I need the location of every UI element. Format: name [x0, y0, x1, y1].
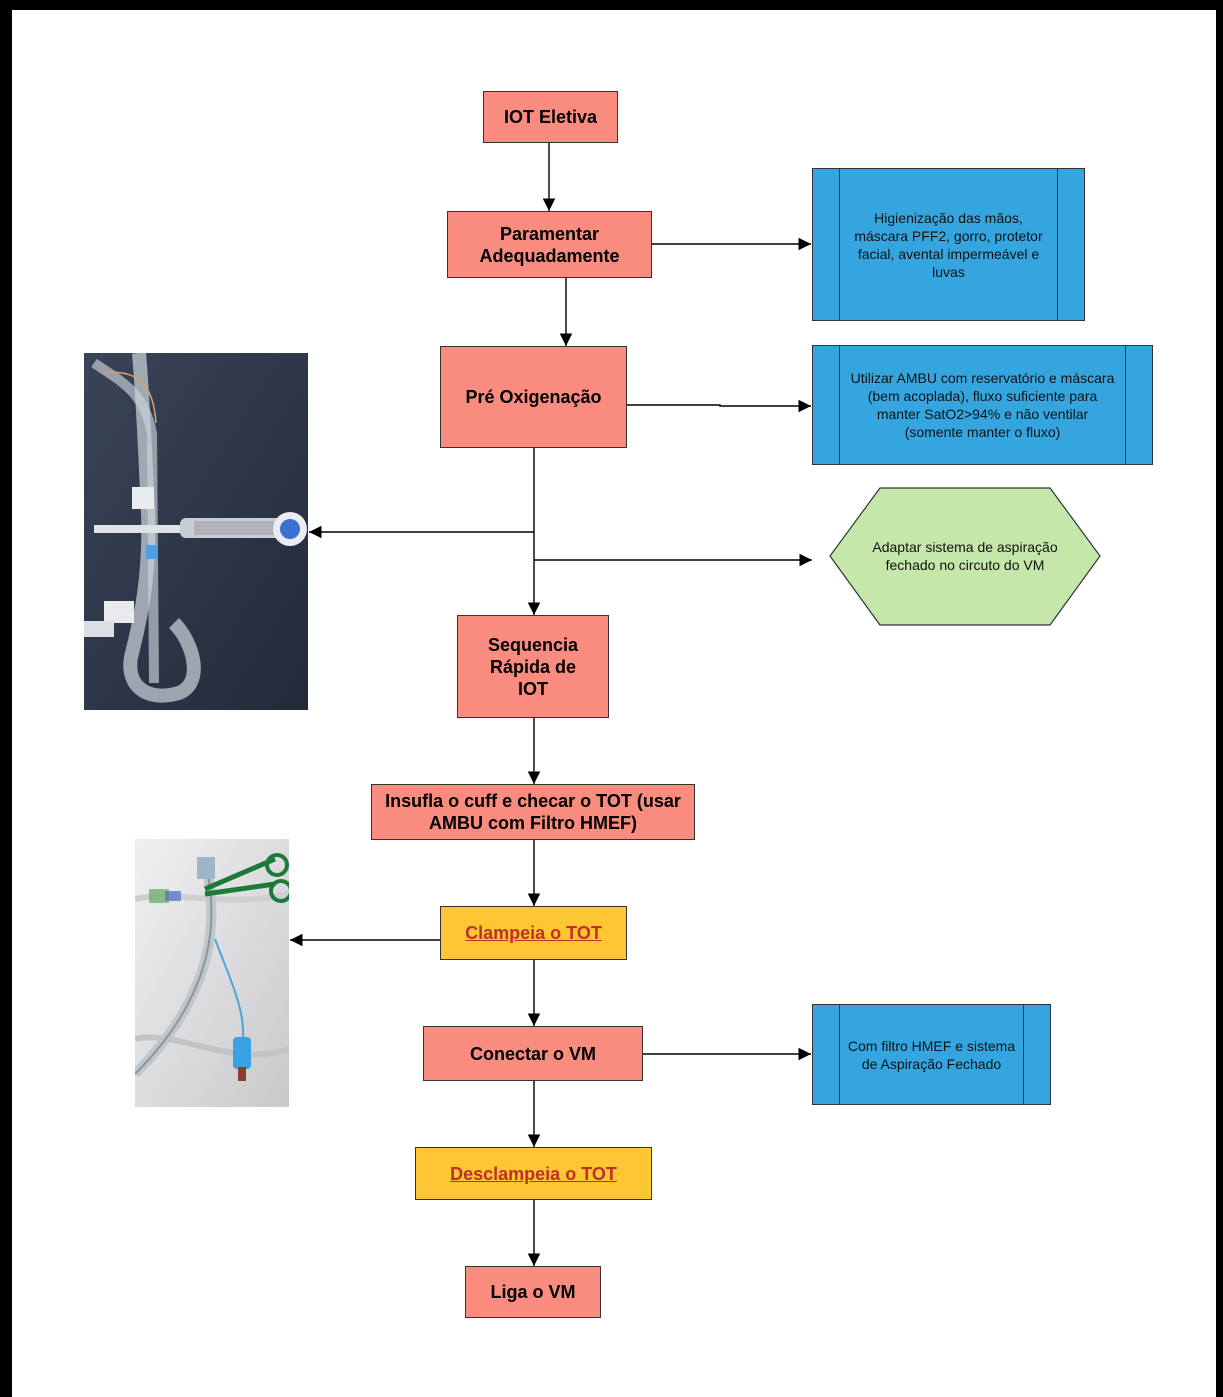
note-filtro: Com filtro HMEF e sistema de Aspiração F…: [812, 1004, 1051, 1105]
node-insufla-label: Insufla o cuff e checar o TOT (usar AMBU…: [385, 791, 681, 833]
note-higienizacao: Higienização das mãos, máscara PFF2, gor…: [812, 168, 1085, 321]
note-filtro-text: Com filtro HMEF e sistema de Aspiração F…: [847, 1037, 1016, 1072]
note-higienizacao-text: Higienização das mãos, máscara PFF2, gor…: [854, 209, 1043, 280]
node-paramentar: Paramentar Adequadamente: [447, 211, 652, 278]
node-pre-oxigenacao-label: Pré Oxigenação: [465, 387, 602, 407]
hexagon-aspiracao-text: Adaptar sistema de aspiração fechado no …: [872, 539, 1058, 573]
node-conectar: Conectar o VM: [423, 1026, 643, 1081]
photo-clamped-tube: [135, 839, 289, 1107]
node-liga-label: Liga o VM: [490, 1282, 576, 1302]
node-sequencia-label: Sequencia Rápida de IOT: [487, 634, 579, 699]
node-clampeia: Clampeia o TOT: [440, 906, 627, 960]
node-desclampeia: Desclampeia o TOT: [415, 1147, 652, 1200]
arrow-preox-to-note: [627, 399, 811, 413]
node-clampeia-label: Clampeia o TOT: [465, 923, 602, 943]
hexagon-aspiracao: [829, 487, 1101, 626]
node-iot-eletiva: IOT Eletiva: [483, 91, 618, 143]
node-paramentar-label: Paramentar Adequadamente: [479, 223, 620, 266]
photo-closed-suction-system: [84, 353, 308, 710]
note-ambu-text: Utilizar AMBU com reservatório e máscara…: [850, 370, 1115, 440]
node-liga: Liga o VM: [465, 1266, 601, 1318]
note-ambu: Utilizar AMBU com reservatório e máscara…: [812, 345, 1153, 465]
node-desclampeia-label: Desclampeia o TOT: [450, 1163, 617, 1184]
node-sequencia: Sequencia Rápida de IOT: [457, 615, 609, 718]
node-conectar-label: Conectar o VM: [469, 1043, 597, 1064]
node-iot-eletiva-label: IOT Eletiva: [503, 107, 598, 127]
node-insufla: Insufla o cuff e checar o TOT (usar AMBU…: [371, 784, 695, 840]
node-pre-oxigenacao: Pré Oxigenação: [440, 346, 627, 448]
